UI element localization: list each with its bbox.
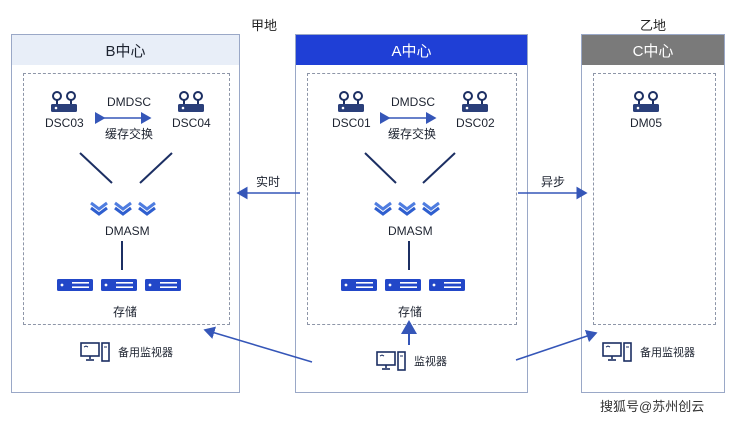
disk-icon [145,279,181,291]
backup-monitor-label: 备用监视器 [640,347,695,359]
cache-exchange-label: 缓存交换 [388,127,437,141]
node-dsc04-label: DSC04 [172,116,211,130]
monitor-to-b-arrow [203,326,313,363]
dmasm-label: DMASM [105,224,150,238]
connector-line [364,152,397,184]
center-b-panel: B中心 DSC03 DSC04 DMDSC [11,34,240,393]
region-label-yi: 乙地 [640,18,667,33]
primary-monitor-label: 监视器 [414,356,447,368]
server-node-icon [178,91,205,112]
center-b-title: B中心 [12,35,239,65]
region-label-jia: 甲地 [251,18,278,33]
node-dsc01-label: DSC01 [332,116,371,130]
layer-chevron-icon [422,201,440,216]
primary-monitor: 监视器 [376,351,447,371]
backup-monitor-label: 备用监视器 [118,347,173,359]
disk-icon [101,279,137,291]
monitor-to-c-arrow [515,330,598,361]
async-label: 异步 [541,175,566,189]
storage-disks [57,279,181,291]
server-node-icon [338,91,365,112]
storage-label: 存储 [113,305,138,319]
connector-line [422,152,456,184]
server-node-icon [51,91,78,112]
connector-line [79,152,113,184]
layer-chevron-icon [90,201,108,216]
center-a-title: A中心 [296,35,527,65]
center-c-cluster [593,73,716,325]
disk-icon [385,279,421,291]
node-dm05: DM05 [630,91,662,130]
watermark: 搜狐号@苏州创云 [600,399,705,414]
computer-monitor-icon [80,342,110,362]
dmdsc-label: DMDSC [391,95,435,109]
dmdsc-label: DMDSC [107,95,151,109]
cache-exchange-label: 缓存交换 [105,127,154,141]
layer-chevron-icon [374,201,392,216]
dmasm-label: DMASM [388,224,433,238]
realtime-label: 实时 [256,175,281,189]
disk-icon [341,279,377,291]
node-dsc02: DSC02 [456,91,495,130]
node-dsc02-label: DSC02 [456,116,495,130]
disk-icon [57,279,93,291]
layer-chevron-icon [398,201,416,216]
center-b-cluster [23,73,230,325]
dmasm-chevrons [374,200,440,216]
layer-chevron-icon [114,201,132,216]
center-c-title: C中心 [582,35,724,65]
node-dsc03-label: DSC03 [45,116,84,130]
connector-line [139,152,173,184]
node-dsc04: DSC04 [172,91,211,130]
backup-monitor: 备用监视器 [80,342,173,362]
node-dsc03: DSC03 [45,91,84,130]
layer-chevron-icon [138,201,156,216]
center-c-panel: C中心 DM05 备用监视器 [581,34,725,393]
dmasm-chevrons [90,200,156,216]
storage-label: 存储 [398,305,423,319]
computer-monitor-icon [376,351,406,371]
disk-icon [429,279,465,291]
node-dm05-label: DM05 [630,116,663,130]
computer-monitor-icon [602,342,632,362]
storage-disks [341,279,465,291]
node-dsc01: DSC01 [332,91,371,130]
server-node-icon [462,91,489,112]
backup-monitor: 备用监视器 [602,342,695,362]
server-node-icon [633,91,659,112]
